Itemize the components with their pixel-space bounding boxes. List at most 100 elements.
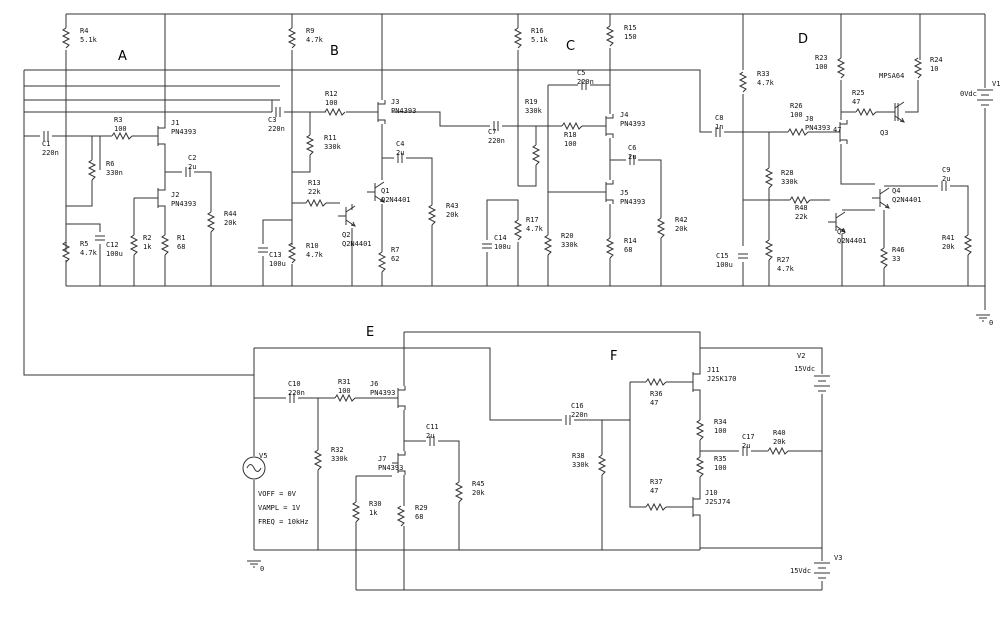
- resistor-r2: [129, 234, 139, 256]
- resistor-r13: [305, 198, 327, 208]
- resistor-name-r38: R38: [572, 452, 585, 460]
- transistor-name-j1: J1: [171, 119, 179, 127]
- transistor-j3: [372, 100, 386, 124]
- transistor-name-q2: Q2: [342, 231, 350, 239]
- resistor-name-r33: R33: [757, 70, 770, 78]
- resistor-value-r28: 330k: [781, 178, 799, 186]
- resistor-name-r15: R15: [624, 24, 637, 32]
- resistor-value-r11: 330k: [324, 143, 342, 151]
- resistor-name-r29: R29: [415, 504, 428, 512]
- transistor-part-q5: Q2N4401: [837, 237, 867, 245]
- capacitor-c15: [738, 253, 748, 259]
- resistor-value-r38: 330k: [572, 461, 590, 469]
- ground-label-1: 0: [260, 565, 264, 573]
- resistor-value-r3: 100: [114, 125, 127, 133]
- resistor-r48: [789, 195, 811, 205]
- resistor-r44: [206, 211, 216, 233]
- resistor-value-r26: 100: [790, 111, 803, 119]
- resistor-r5: [61, 241, 71, 263]
- resistor-value-r32: 330k: [331, 455, 349, 463]
- resistor-name-r12: R12: [325, 90, 338, 98]
- resistor-value-r29: 68: [415, 513, 423, 521]
- transistor-part-q1: Q2N4401: [381, 196, 411, 204]
- resistor-name-r6: R6: [106, 160, 114, 168]
- resistor-value-r44: 20k: [224, 219, 237, 227]
- capacitor-value-c9: 2u: [942, 175, 950, 183]
- capacitor-value-c1: 220n: [42, 149, 59, 157]
- resistor-name-r30: R30: [369, 500, 382, 508]
- resistor-r19: [531, 144, 541, 166]
- resistor-name-r5: R5: [80, 240, 88, 248]
- capacitor-name-c8: C8: [715, 114, 723, 122]
- resistor-name-r2: R2: [143, 234, 151, 242]
- capacitor-value-c8: 1n: [715, 123, 723, 131]
- transistor-name-q4: Q4: [892, 187, 900, 195]
- transistor-j8: [834, 120, 848, 144]
- resistor-r33: [738, 71, 748, 93]
- resistor-value-r43: 20k: [446, 211, 459, 219]
- resistor-name-r9: R9: [306, 27, 314, 35]
- resistor-r23: [836, 57, 846, 79]
- transistor-q4: [872, 187, 890, 209]
- transistor-name-j8: J8: [805, 115, 813, 123]
- transistor-name-j5: J5: [620, 189, 628, 197]
- resistor-r4: [61, 27, 71, 49]
- capacitor-value-c15: 100u: [716, 261, 733, 269]
- transistor-name-j7: J7: [378, 455, 386, 463]
- source-value-v3: 15Vdc: [790, 567, 811, 575]
- resistor-value-r5: 4.7k: [80, 249, 98, 257]
- transistor-name-j2: J2: [171, 191, 179, 199]
- capacitor-name-c16: C16: [571, 402, 584, 410]
- capacitor-value-c11: 2u: [426, 432, 434, 440]
- resistor-name-r25: R25: [852, 89, 865, 97]
- resistor-name-r18: R18: [564, 131, 577, 139]
- transistor-part-q4: Q2N4401: [892, 196, 922, 204]
- capacitor-name-c9: C9: [942, 166, 950, 174]
- capacitor-name-c12: C12: [106, 241, 119, 249]
- resistor-value-r46: 33: [892, 255, 900, 263]
- capacitor-c4: [397, 153, 403, 163]
- source-value-v2: 15Vdc: [794, 365, 815, 373]
- resistor-r9: [287, 27, 297, 49]
- generator-param-0: VOFF = 0V: [258, 490, 297, 498]
- resistor-r37: [645, 502, 667, 512]
- transistor-j6: [392, 386, 406, 410]
- resistor-value-r30: 1k: [369, 509, 378, 517]
- transistor-j7: [392, 451, 406, 475]
- capacitor-value-c7: 220n: [488, 137, 505, 145]
- transistor-j1: [152, 124, 166, 148]
- capacitor-value-c6: 2u: [628, 153, 636, 161]
- capacitor-c10: [289, 393, 295, 403]
- transistor-part-q3: MPSA64: [879, 72, 904, 80]
- capacitor-c7: [493, 121, 499, 131]
- resistor-value-r23: 100: [815, 63, 828, 71]
- resistor-r26: [787, 127, 809, 137]
- resistor-name-r27: R27: [777, 256, 790, 264]
- resistor-value-r27: 4.7k: [777, 265, 795, 273]
- capacitor-name-c13: C13: [269, 251, 282, 259]
- transistor-part-j1: PN4393: [171, 128, 196, 136]
- resistor-value-r12: 100: [325, 99, 338, 107]
- transistor-j10: [687, 495, 701, 519]
- capacitor-c12: [95, 235, 105, 241]
- resistor-r31: [334, 393, 356, 403]
- resistor-r43: [427, 204, 437, 226]
- resistor-r41: [963, 234, 973, 256]
- capacitor-value-c14: 100u: [494, 243, 511, 251]
- transistor-part-j11: J2SK170: [707, 375, 737, 383]
- capacitor-c13: [258, 247, 268, 253]
- wiring: [23, 13, 986, 591]
- resistor-name-r1: R1: [177, 234, 185, 242]
- resistor-value-r18: 100: [564, 140, 577, 148]
- resistor-value-r10: 4.7k: [306, 251, 324, 259]
- resistor-name-r10: R10: [306, 242, 319, 250]
- resistor-name-r42: R42: [675, 216, 688, 224]
- resistor-value-r36: 47: [650, 399, 658, 407]
- resistor-r24: [913, 57, 923, 79]
- capacitor-name-c5: C5: [577, 69, 585, 77]
- capacitor-name-c10: C10: [288, 380, 301, 388]
- capacitor-name-c11: C11: [426, 423, 439, 431]
- capacitor-value-c10: 220n: [288, 389, 305, 397]
